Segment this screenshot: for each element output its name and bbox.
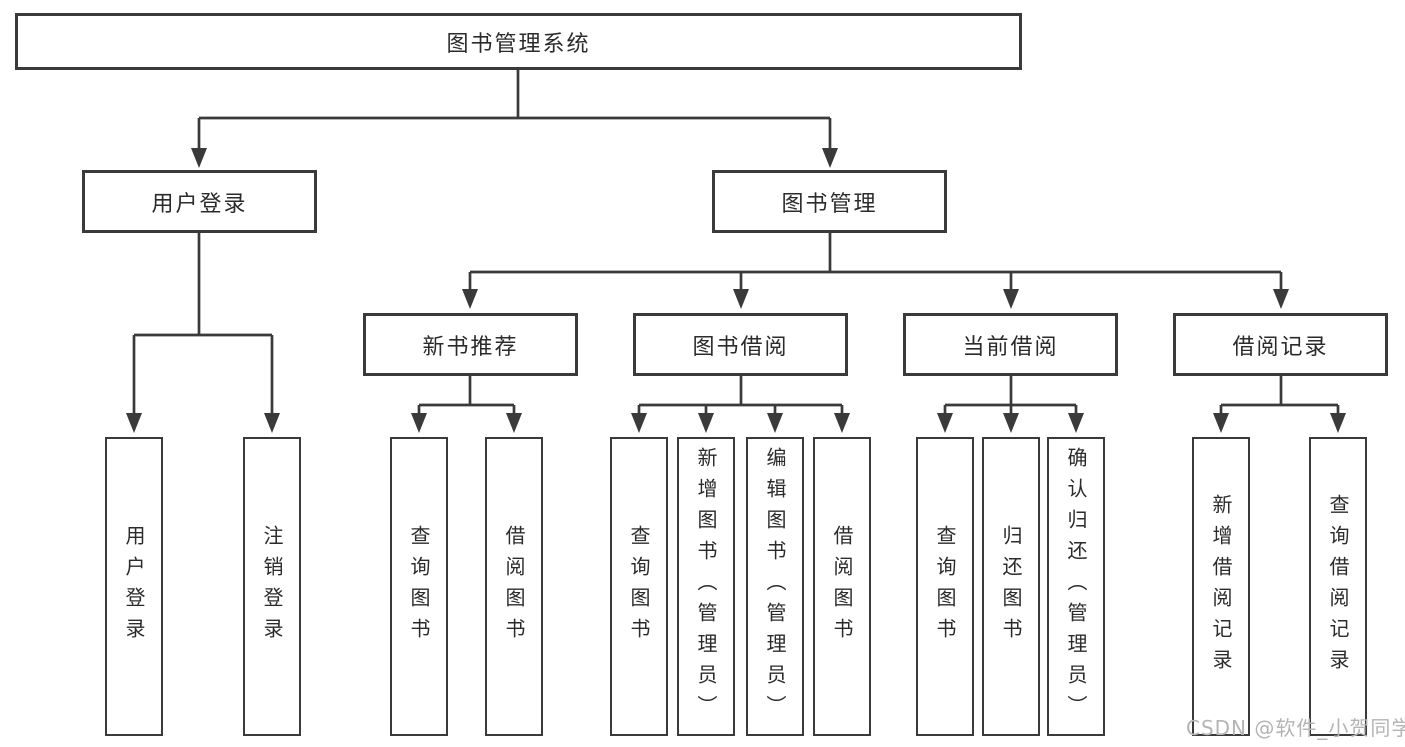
leaf-borrow-books-2: 借阅图书 xyxy=(813,437,871,736)
leaf-label: 新增图书（管理员） xyxy=(694,447,718,726)
leaf-label: 查询图书 xyxy=(933,524,957,649)
leaf-label: 借阅图书 xyxy=(502,524,526,649)
leaf-query-books-3: 查询图书 xyxy=(916,437,974,736)
leaf-query-borrow-record: 查询借阅记录 xyxy=(1309,437,1367,736)
leaf-label: 查询图书 xyxy=(627,524,651,649)
leaf-return-book: 归还图书 xyxy=(982,437,1040,736)
leaf-label: 新增借阅记录 xyxy=(1209,493,1233,680)
leaf-logout: 注销登录 xyxy=(243,437,301,736)
leaf-add-borrow-record: 新增借阅记录 xyxy=(1192,437,1250,736)
leaf-user-login: 用户登录 xyxy=(105,437,163,736)
leaf-add-book-admin: 新增图书（管理员） xyxy=(677,437,735,736)
node-borrow-records: 借阅记录 xyxy=(1173,313,1388,376)
leaf-label: 借阅图书 xyxy=(830,524,854,649)
leaf-label: 确认归还（管理员） xyxy=(1064,447,1088,726)
leaf-label: 归还图书 xyxy=(999,524,1023,649)
leaf-label: 查询图书 xyxy=(407,524,431,649)
node-new-book-recommend: 新书推荐 xyxy=(363,313,578,376)
node-book-borrow: 图书借阅 xyxy=(633,313,848,376)
leaf-label: 用户登录 xyxy=(122,524,146,649)
node-root-system: 图书管理系统 xyxy=(15,13,1022,70)
leaf-label: 编辑图书（管理员） xyxy=(763,447,787,726)
node-user-login: 用户登录 xyxy=(82,170,317,233)
csdn-watermark: CSDN @软件_小贺同学 xyxy=(1186,716,1405,740)
node-book-management: 图书管理 xyxy=(712,170,947,233)
leaf-edit-book-admin: 编辑图书（管理员） xyxy=(746,437,804,736)
leaf-confirm-return-admin: 确认归还（管理员） xyxy=(1047,437,1105,736)
leaf-query-books-1: 查询图书 xyxy=(390,437,448,736)
leaf-borrow-books-1: 借阅图书 xyxy=(485,437,543,736)
leaf-query-books-2: 查询图书 xyxy=(610,437,668,736)
leaf-label: 查询借阅记录 xyxy=(1326,493,1350,680)
leaf-label: 注销登录 xyxy=(260,524,284,649)
node-current-borrow: 当前借阅 xyxy=(903,313,1118,376)
